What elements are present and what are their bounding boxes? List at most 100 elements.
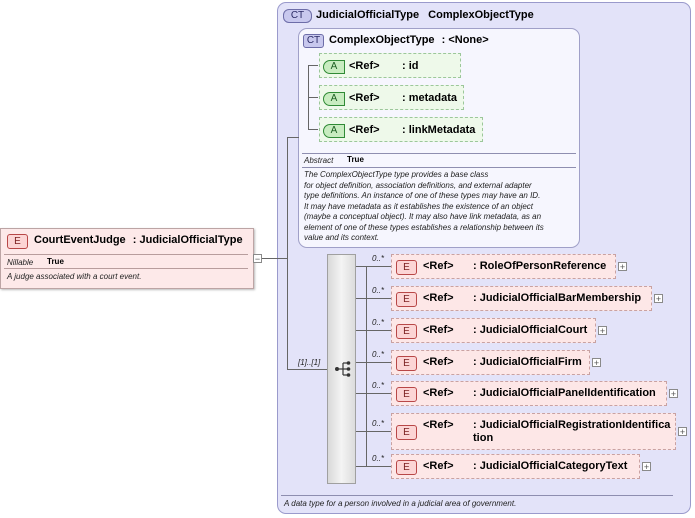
element-judicial-official-registration-identification[interactable]: E <Ref> : JudicialOfficialRegistrationId…	[391, 413, 676, 450]
expand-button[interactable]: +	[669, 389, 678, 399]
expand-button[interactable]: +	[618, 262, 627, 272]
element-name: : RoleOfPersonReference	[473, 260, 607, 272]
element-badge: E	[396, 387, 417, 402]
element-judicial-official-court[interactable]: E <Ref> : JudicialOfficialCourt	[391, 318, 596, 343]
base-props-divider	[302, 153, 576, 154]
attribute-metadata[interactable]: A <Ref> : metadata	[319, 85, 464, 110]
doc-line: (maybe a conceptual object). It may also…	[304, 212, 542, 221]
element-judicial-official-firm[interactable]: E <Ref> : JudicialOfficialFirm	[391, 350, 590, 375]
complex-type-base: CT ComplexObjectType : <None> A <Ref> : …	[298, 28, 580, 248]
connector-attr-metadata	[308, 97, 318, 98]
doc-line: value and its context.	[304, 233, 380, 242]
element-badge: E	[396, 292, 417, 307]
root-element-name: CourtEventJudge : JudicialOfficialType	[34, 234, 243, 246]
element-ref: <Ref>	[423, 419, 454, 431]
complex-type-badge: CT	[283, 9, 312, 23]
attribute-badge: A	[323, 60, 345, 74]
attribute-badge: A	[323, 92, 345, 106]
doc-line: It may have metadata as it establishes t…	[304, 201, 534, 211]
element-ref: <Ref>	[423, 324, 454, 336]
element-name: : JudicialOfficialCategoryText	[473, 460, 628, 472]
attribute-name: : id	[402, 60, 419, 72]
element-role-of-person-reference[interactable]: E <Ref> : RoleOfPersonReference	[391, 254, 616, 279]
complex-type-name-text: JudicialOfficialType	[316, 9, 420, 21]
connector-element	[356, 362, 391, 363]
connector-element	[356, 266, 391, 267]
collapse-button[interactable]: −	[253, 254, 262, 264]
base-doc-divider	[302, 167, 576, 168]
connector-element	[356, 330, 391, 331]
element-badge: E	[396, 425, 417, 440]
connector-attr-link	[308, 129, 318, 130]
root-element-type: : JudicialOfficialType	[132, 234, 243, 246]
element-badge: E	[396, 460, 417, 475]
base-type-name-text: ComplexObjectType	[329, 34, 435, 46]
root-element-doc: A judge associated with a court event.	[7, 272, 142, 281]
element-multiplicity: 0..*	[372, 381, 385, 390]
sequence-multiplicity: [1]..[1]	[298, 358, 321, 367]
element-ref: <Ref>	[423, 292, 454, 304]
connector-element	[356, 393, 391, 394]
element-badge: E	[396, 324, 417, 339]
attribute-id[interactable]: A <Ref> : id	[319, 53, 461, 78]
expand-button[interactable]: +	[592, 358, 601, 368]
connector-to-base	[287, 137, 299, 138]
element-name: : JudicialOfficialFirm	[473, 356, 582, 368]
base-type-name: ComplexObjectType : <None>	[329, 34, 489, 46]
element-multiplicity: 0..*	[372, 454, 385, 463]
element-judicial-official-category-text[interactable]: E <Ref> : JudicialOfficialCategoryText	[391, 454, 640, 479]
expand-button[interactable]: +	[678, 427, 687, 437]
connector-element	[356, 431, 391, 432]
element-multiplicity: 0..*	[372, 318, 385, 327]
attribute-ref: <Ref>	[349, 124, 380, 136]
sequence-icon	[335, 361, 351, 377]
connector-trunk-v	[287, 137, 288, 369]
root-doc-divider	[4, 268, 248, 269]
attribute-name: : linkMetadata	[402, 124, 476, 136]
element-multiplicity: 0..*	[372, 286, 385, 295]
attribute-name: : metadata	[402, 92, 458, 104]
connector-element	[356, 466, 391, 467]
abstract-label: Abstract	[304, 156, 334, 165]
doc-line: element of one of these types establishe…	[304, 222, 544, 232]
element-name: : JudicialOfficialCourt	[473, 324, 588, 336]
connector-seq-v	[366, 266, 367, 466]
attribute-link-metadata[interactable]: A <Ref> : linkMetadata	[319, 117, 483, 142]
element-name: : JudicialOfficialPanelIdentification	[473, 387, 656, 399]
connector-attr-id	[308, 65, 318, 66]
root-props-divider	[4, 254, 248, 255]
element-ref: <Ref>	[423, 260, 454, 272]
element-ref: <Ref>	[423, 356, 454, 368]
doc-line: for object definition, association defin…	[304, 180, 532, 190]
outer-type-doc: A data type for a person involved in a j…	[284, 499, 517, 508]
expand-button[interactable]: +	[642, 462, 651, 472]
complex-type-base-text: ComplexObjectType	[428, 9, 534, 21]
outer-doc-divider	[281, 495, 673, 496]
nillable-value: True	[47, 257, 64, 266]
element-badge: E	[7, 234, 28, 249]
connector-element	[356, 298, 391, 299]
connector-to-sequence	[287, 369, 327, 370]
expand-button[interactable]: +	[598, 326, 607, 336]
element-badge: E	[396, 356, 417, 371]
element-judicial-official-bar-membership[interactable]: E <Ref> : JudicialOfficialBarMembership	[391, 286, 652, 311]
element-multiplicity: 0..*	[372, 254, 385, 263]
expand-button[interactable]: +	[654, 294, 663, 304]
nillable-label: Nillable	[7, 258, 34, 267]
root-element-court-event-judge[interactable]: E CourtEventJudge : JudicialOfficialType…	[0, 228, 254, 289]
doc-line: The ComplexObjectType type provides a ba…	[304, 170, 489, 179]
attribute-ref: <Ref>	[349, 92, 380, 104]
complex-type-name: JudicialOfficialType ComplexObjectType	[316, 9, 534, 21]
base-type-doc: The ComplexObjectType type provides a ba…	[304, 170, 578, 244]
element-judicial-official-panel-identification[interactable]: E <Ref> : JudicialOfficialPanelIdentific…	[391, 381, 667, 406]
abstract-value: True	[347, 155, 364, 164]
element-multiplicity: 0..*	[372, 350, 385, 359]
element-badge: E	[396, 260, 417, 275]
base-type-badge: CT	[303, 34, 324, 48]
element-multiplicity: 0..*	[372, 419, 385, 428]
element-name: : JudicialOfficialRegistrationIdentifica…	[473, 419, 671, 444]
root-element-name-text: CourtEventJudge	[34, 234, 126, 246]
element-name: : JudicialOfficialBarMembership	[473, 292, 642, 304]
attribute-ref: <Ref>	[349, 60, 380, 72]
doc-line: type definitions. An instance of one of …	[304, 191, 541, 200]
